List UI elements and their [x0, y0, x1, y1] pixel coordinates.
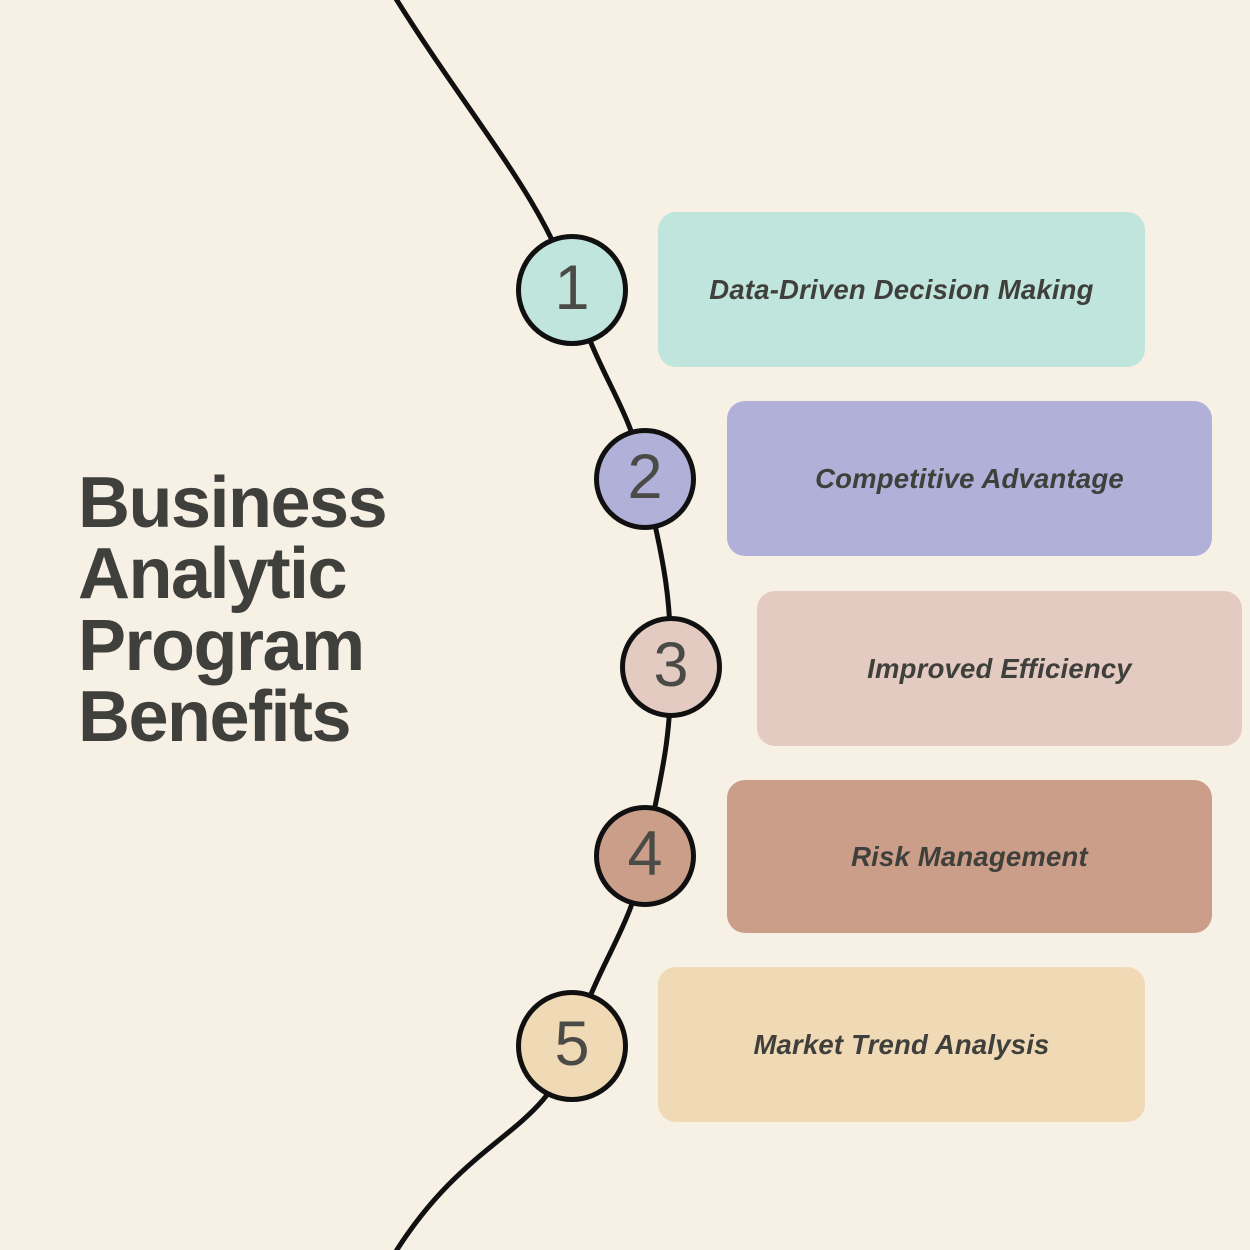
benefit-number-text: 3 — [653, 629, 689, 700]
benefit-number-text: 1 — [554, 252, 590, 323]
benefit-label-text: Improved Efficiency — [867, 652, 1132, 684]
benefit-label-box[interactable]: Risk Management — [727, 780, 1212, 933]
benefit-number-circle[interactable]: 1 — [516, 234, 628, 346]
benefit-label-box[interactable]: Data-Driven Decision Making — [658, 212, 1145, 367]
benefit-label-box[interactable]: Competitive Advantage — [727, 401, 1212, 556]
benefit-number-circle[interactable]: 3 — [620, 616, 722, 718]
benefit-number-text: 5 — [554, 1008, 590, 1079]
benefit-label-text: Competitive Advantage — [815, 462, 1124, 494]
benefit-number-circle[interactable]: 4 — [594, 805, 696, 907]
benefit-number-text: 2 — [627, 441, 663, 512]
benefit-label-text: Market Trend Analysis — [753, 1028, 1050, 1060]
benefit-number-circle[interactable]: 2 — [594, 428, 696, 530]
benefit-label-text: Risk Management — [851, 840, 1088, 872]
benefit-label-text: Data-Driven Decision Making — [709, 273, 1094, 305]
benefit-label-box[interactable]: Market Trend Analysis — [658, 967, 1145, 1122]
benefit-label-box[interactable]: Improved Efficiency — [757, 591, 1242, 746]
benefit-number-text: 4 — [627, 818, 663, 889]
benefit-number-circle[interactable]: 5 — [516, 990, 628, 1102]
page-title: Business Analytic Program Benefits — [78, 463, 388, 757]
